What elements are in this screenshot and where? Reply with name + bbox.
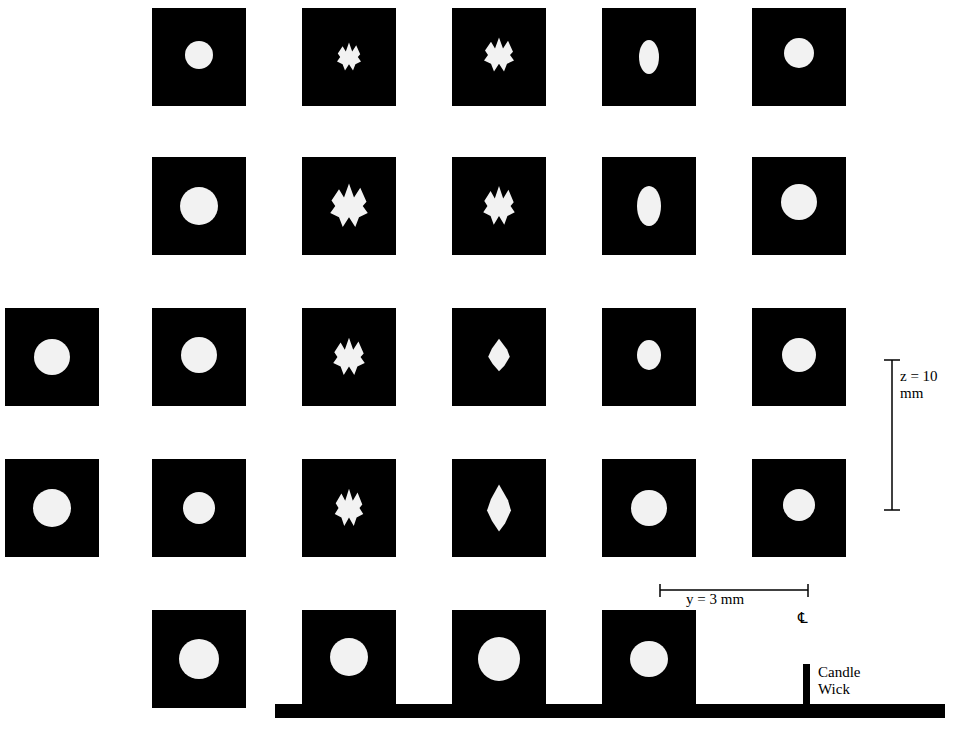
candle-wick bbox=[803, 664, 810, 706]
dimension-label: y = 3 mm bbox=[686, 591, 796, 608]
z-scale-bar bbox=[884, 360, 900, 510]
component-label: Candle Wick bbox=[818, 664, 878, 698]
candle-base bbox=[275, 704, 945, 718]
centerline-symbol: ℄ bbox=[798, 610, 828, 627]
dimension-label: z = 10 mm bbox=[900, 368, 956, 402]
